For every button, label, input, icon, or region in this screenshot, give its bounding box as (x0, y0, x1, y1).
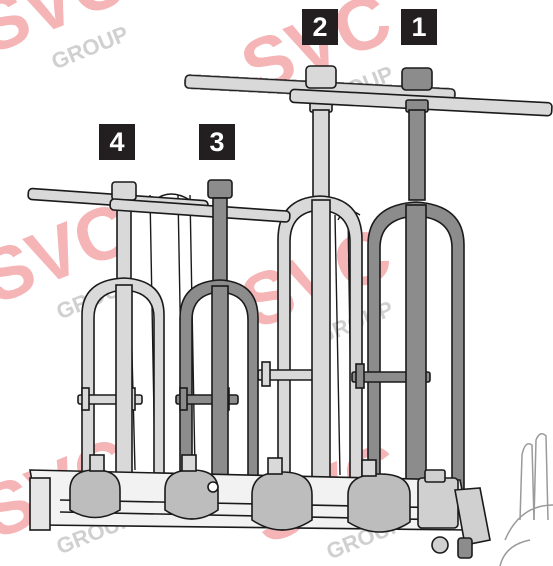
tool-3-number-badge: 3 (199, 124, 235, 160)
tool-1-top-cap (401, 67, 433, 91)
tool-3-shaft (212, 197, 228, 287)
tool-4-center-rod (115, 284, 133, 491)
clamp-assembly (417, 469, 491, 559)
base-stand (29, 454, 491, 559)
tool-3-top-cap (207, 179, 233, 199)
tool-1 (289, 67, 553, 496)
edge-hand-graphic (499, 433, 553, 566)
tool-3-center-rod (211, 285, 229, 491)
tool-2-number-badge: 2 (302, 9, 338, 45)
tool-1-center-rod (405, 204, 427, 496)
watermark-top-left: SVC GROUP (0, 0, 137, 74)
tool-4-number-badge: 4 (99, 124, 135, 160)
fork-seats (69, 469, 411, 533)
tool-2-shaft (312, 109, 330, 201)
tool-2-center-rod (311, 199, 331, 491)
tension-knob (207, 481, 219, 493)
tool-2-top-cap (305, 65, 337, 89)
tool-3-handle-bar (109, 198, 291, 223)
seat-bolts (89, 454, 377, 477)
tool-4-shaft (116, 204, 132, 286)
tool-1-shaft (408, 109, 426, 201)
tool-4-top-cap (111, 181, 137, 201)
tool-1-number-badge: 1 (401, 9, 437, 45)
